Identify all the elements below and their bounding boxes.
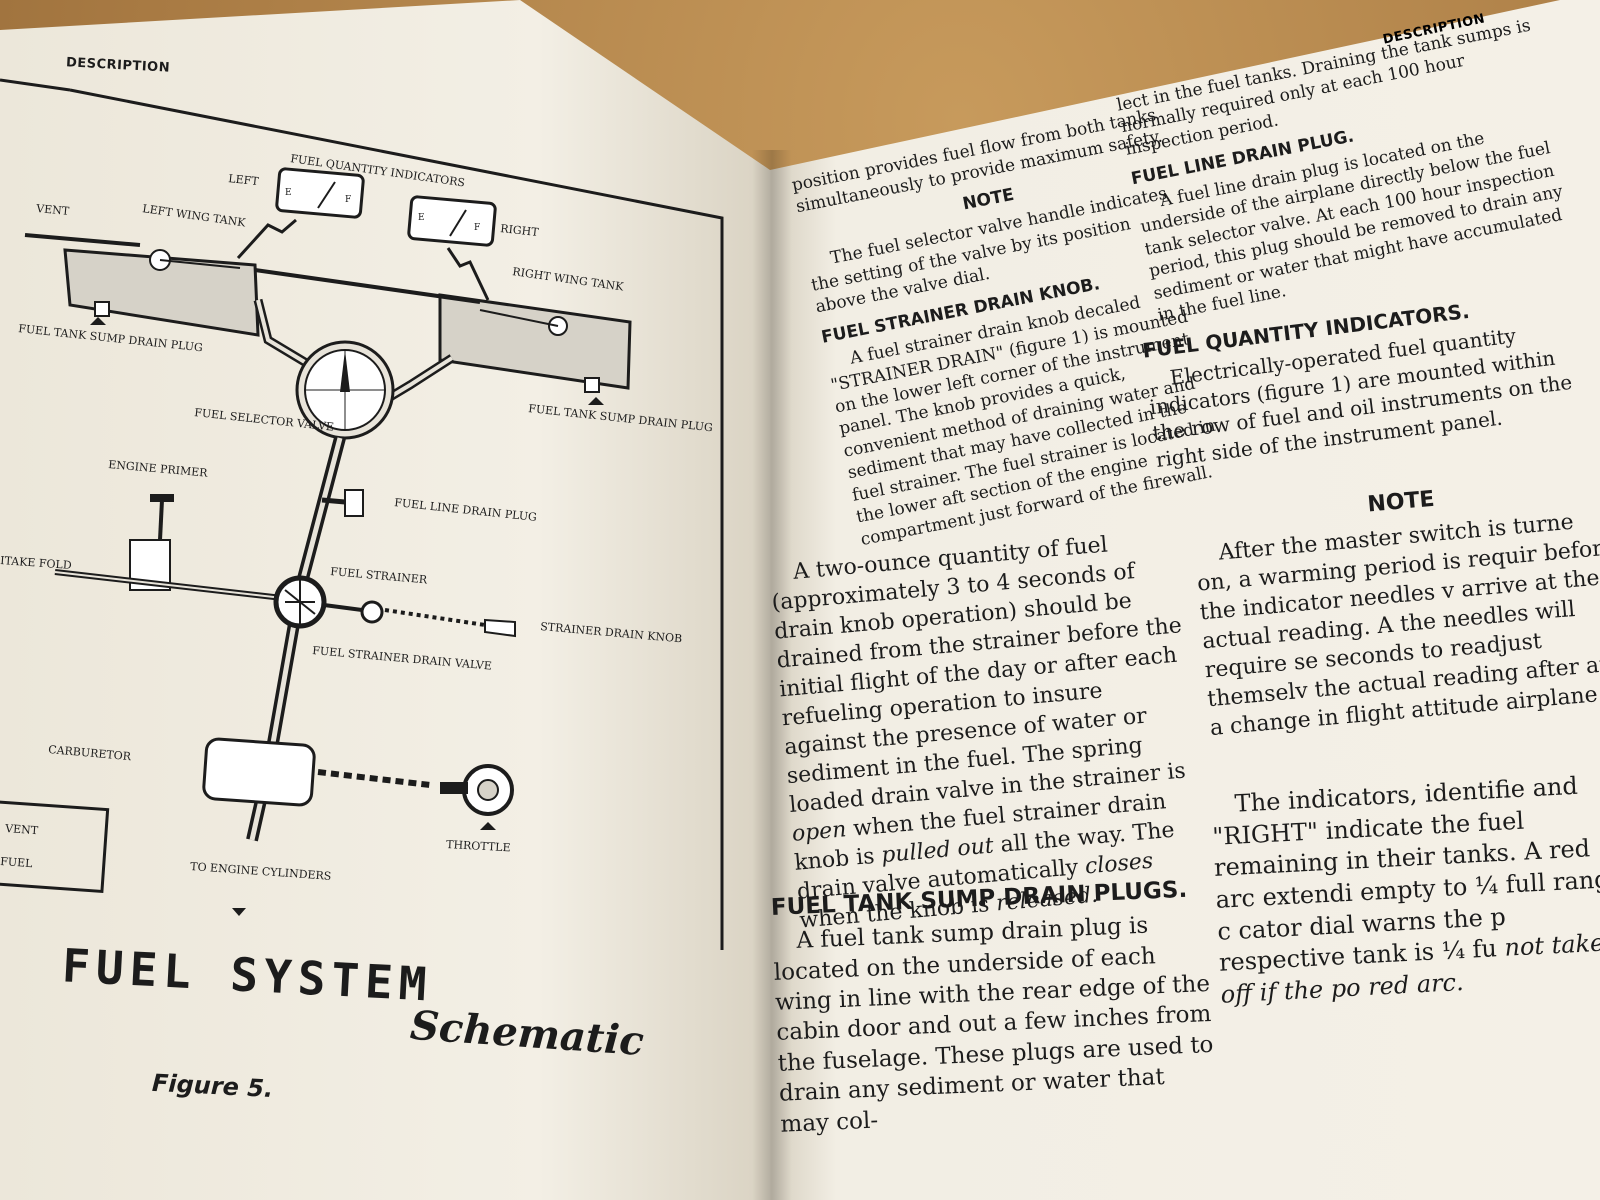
left-fuel-gauge: EF xyxy=(275,167,365,219)
label-intake-manifold: ITAKE FOLD xyxy=(0,554,72,572)
label-throttle: THROTTLE xyxy=(446,838,511,854)
book-gutter xyxy=(752,150,792,1200)
label-right: RIGHT xyxy=(500,222,540,239)
svg-text:F: F xyxy=(474,223,480,233)
fuel-system-schematic: EF EF xyxy=(0,78,724,950)
right-fuel-gauge: EF xyxy=(407,195,497,247)
svg-text:E: E xyxy=(285,188,292,198)
figure-caption: Figure 5. xyxy=(151,1068,274,1104)
legend-label-fuel: FUEL xyxy=(0,855,34,870)
right-wing-tank xyxy=(438,293,632,390)
strainer-drain-valve xyxy=(360,600,384,624)
schematic-subtitle: Schematic xyxy=(408,1001,646,1066)
label-left: LEFT xyxy=(228,172,260,188)
label-right-wing-tank: RIGHT WING TANK xyxy=(512,265,625,294)
label-fuel-strainer: FUEL STRAINER xyxy=(330,565,429,586)
label-vent: VENT xyxy=(35,202,71,218)
label-fuel-line-drain-plug: FUEL LINE DRAIN PLUG xyxy=(394,496,538,524)
strainer-drain-knob xyxy=(484,618,516,638)
label-left-wing-tank: LEFT WING TANK xyxy=(142,202,247,229)
label-right-sump-plug: FUEL TANK SUMP DRAIN PLUG xyxy=(528,402,714,434)
label-left-sump-plug: FUEL TANK SUMP DRAIN PLUG xyxy=(18,322,204,354)
engine-primer xyxy=(54,494,301,603)
label-strainer-drain-knob: STRAINER DRAIN KNOB xyxy=(540,620,683,645)
svg-text:F: F xyxy=(345,195,351,205)
fuel-line-drain-plug xyxy=(344,489,364,517)
label-engine-primer: ENGINE PRIMER xyxy=(108,458,209,480)
svg-text:E: E xyxy=(418,213,425,223)
col2-note: NOTE After the master switch is turne on… xyxy=(1190,463,1600,749)
label-to-engine-cylinders: TO ENGINE CYLINDERS xyxy=(190,860,332,883)
legend-box xyxy=(0,799,110,894)
note2-text: After the master switch is turne on, a w… xyxy=(1196,509,1600,742)
right-page xyxy=(770,0,1600,1200)
fuel-strainer xyxy=(273,575,327,629)
left-wing-tank xyxy=(63,248,260,337)
col1-lower: FUEL TANK SUMP DRAIN PLUGS. A fuel tank … xyxy=(770,866,1221,1146)
label-carburetor: CARBURETOR xyxy=(48,743,132,763)
col2-indicators: The indicators, identifie and "RIGHT" in… xyxy=(1210,768,1600,1017)
label-fuel-strainer-drain-valve: FUEL STRAINER DRAIN VALVE xyxy=(312,644,493,673)
carburetor xyxy=(202,737,316,807)
indicators-p1: The indicators, identifie and "RIGHT" in… xyxy=(1211,771,1600,1009)
legend-label-vent: VENT xyxy=(4,822,39,837)
sump-p1: A fuel tank sump drain plug is located o… xyxy=(773,912,1214,1138)
diagram-frame xyxy=(69,88,724,950)
fuel-selector-valve xyxy=(295,340,395,440)
